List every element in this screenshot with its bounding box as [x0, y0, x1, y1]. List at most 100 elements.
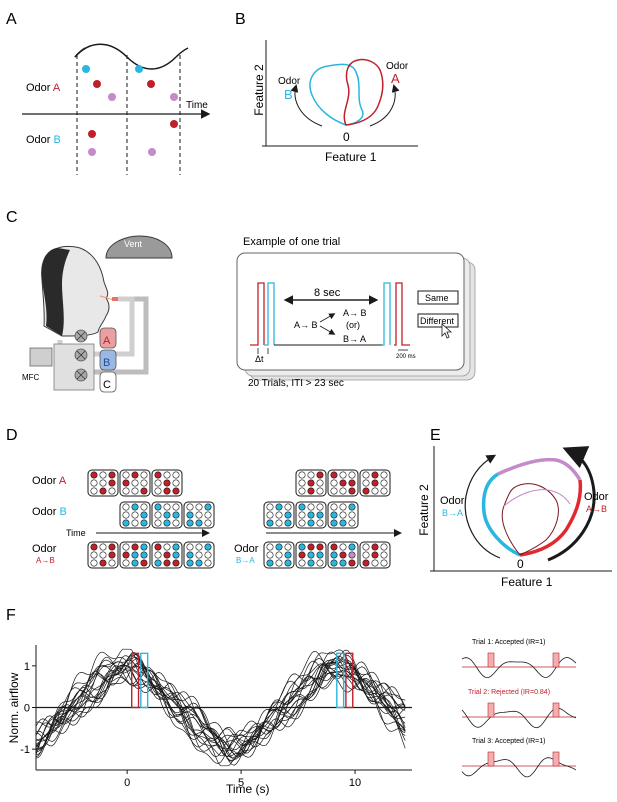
e-left-sub: B→A: [442, 508, 463, 518]
grid-dot: [163, 471, 171, 479]
grid-dot: [380, 551, 388, 559]
grid-dot: [163, 487, 171, 495]
grid-dot: [131, 543, 139, 551]
dot: [93, 80, 101, 88]
panel-e: E Feature 2 Feature 1 0 Odor B→A Odor A→…: [417, 427, 612, 589]
pulse-a1: [250, 282, 265, 346]
grid-dot: [90, 551, 98, 559]
grid-dot: [316, 487, 324, 495]
branch-up: [319, 313, 336, 323]
grid-dot: [154, 551, 162, 559]
grid-dot: [154, 471, 162, 479]
panel-label-b: B: [235, 11, 246, 28]
grid-dot: [204, 519, 212, 527]
grid-dot: [99, 559, 107, 567]
grid-dot: [172, 487, 180, 495]
ms-label: 200 ms: [396, 354, 416, 360]
grid-dot: [348, 479, 356, 487]
grid-dot: [90, 543, 98, 551]
mini-stim: [552, 751, 560, 767]
grid-dot: [316, 479, 324, 487]
pulse-b1: [264, 282, 275, 346]
e-traj-purple-thick: [497, 457, 582, 481]
grid-dot: [330, 519, 338, 527]
grid-dot: [204, 503, 212, 511]
panel-a: A Time Odor A Odor B: [6, 11, 211, 175]
panel-label-c: C: [6, 209, 18, 226]
hair: [41, 248, 70, 336]
or-label: (or): [346, 320, 360, 330]
grid-dot: [298, 471, 306, 479]
grid-dot: [266, 543, 274, 551]
sniff-wave: [74, 43, 177, 70]
grid-dot: [131, 503, 139, 511]
grid-dot: [284, 543, 292, 551]
grid-dot: [172, 471, 180, 479]
d-mix-ab: A→B: [36, 556, 55, 565]
grid-dot: [348, 559, 356, 567]
same-button[interactable]: [417, 290, 459, 305]
dot: [88, 148, 96, 156]
grid-dot: [284, 503, 292, 511]
grid-dot: [195, 511, 203, 519]
grid-dot: [275, 551, 283, 559]
e-odor-left: Odor: [440, 495, 465, 507]
grid-dot: [330, 511, 338, 519]
grid-dot: [154, 479, 162, 487]
grid-dot: [371, 543, 379, 551]
f-x-tick-label: 5: [238, 777, 244, 789]
vial-b: [99, 349, 117, 371]
manifold: [53, 343, 95, 391]
f-y-tick-label: 0: [24, 703, 30, 715]
grid-dot: [339, 551, 347, 559]
same-button-label: Same: [425, 293, 449, 303]
grid-dot: [131, 519, 139, 527]
grid-dot: [99, 479, 107, 487]
grid-dot: [307, 479, 315, 487]
grid-dot: [122, 543, 130, 551]
grid-dot: [348, 471, 356, 479]
grid-dot: [339, 519, 347, 527]
grid-dot: [90, 471, 98, 479]
grid-dot: [122, 519, 130, 527]
grid-dot: [298, 551, 306, 559]
grid-dot: [90, 479, 98, 487]
grid-dot: [348, 511, 356, 519]
grid-dot: [298, 519, 306, 527]
grid-dot: [275, 543, 283, 551]
stimulus-window: [131, 652, 140, 709]
different-button[interactable]: [417, 313, 459, 328]
grid-dot: [307, 511, 315, 519]
grid-dot: [380, 543, 388, 551]
panel-b: B Feature 2 Feature 1 0 Odor B Odor A: [235, 11, 418, 164]
grid-dot: [316, 543, 324, 551]
grid-dot: [316, 551, 324, 559]
e-xlabel: Feature 1: [501, 575, 553, 589]
grid-dot: [339, 543, 347, 551]
grid-dot: [163, 559, 171, 567]
trial3-label: Trial 3: Accepted (IR=1): [472, 738, 545, 745]
grid-dot: [316, 503, 324, 511]
grid-dot: [154, 503, 162, 511]
grid-dot: [99, 543, 107, 551]
grid-dot: [195, 551, 203, 559]
vent-label: Vent: [124, 239, 143, 249]
trials-caption: 20 Trials, ITI > 23 sec: [248, 378, 344, 389]
grid-dot: [186, 519, 194, 527]
mfc-label: MFC: [22, 373, 40, 382]
e-traj-thin-purple: [503, 489, 571, 507]
d-odor-b: Odor B: [32, 506, 67, 518]
choice-ab: A→ B: [343, 308, 367, 318]
grid-dot: [316, 519, 324, 527]
mini-stim: [552, 702, 560, 718]
d-mix-ba: B→A: [236, 556, 255, 565]
b-odor-a-letter: A: [391, 71, 400, 86]
grid-dot: [122, 559, 130, 567]
grid-dot: [204, 543, 212, 551]
grid-dot: [140, 543, 148, 551]
d-odor-mix: Odor: [32, 543, 57, 555]
grid-dot: [284, 551, 292, 559]
grid-dot: [172, 551, 180, 559]
grid-dot: [172, 511, 180, 519]
